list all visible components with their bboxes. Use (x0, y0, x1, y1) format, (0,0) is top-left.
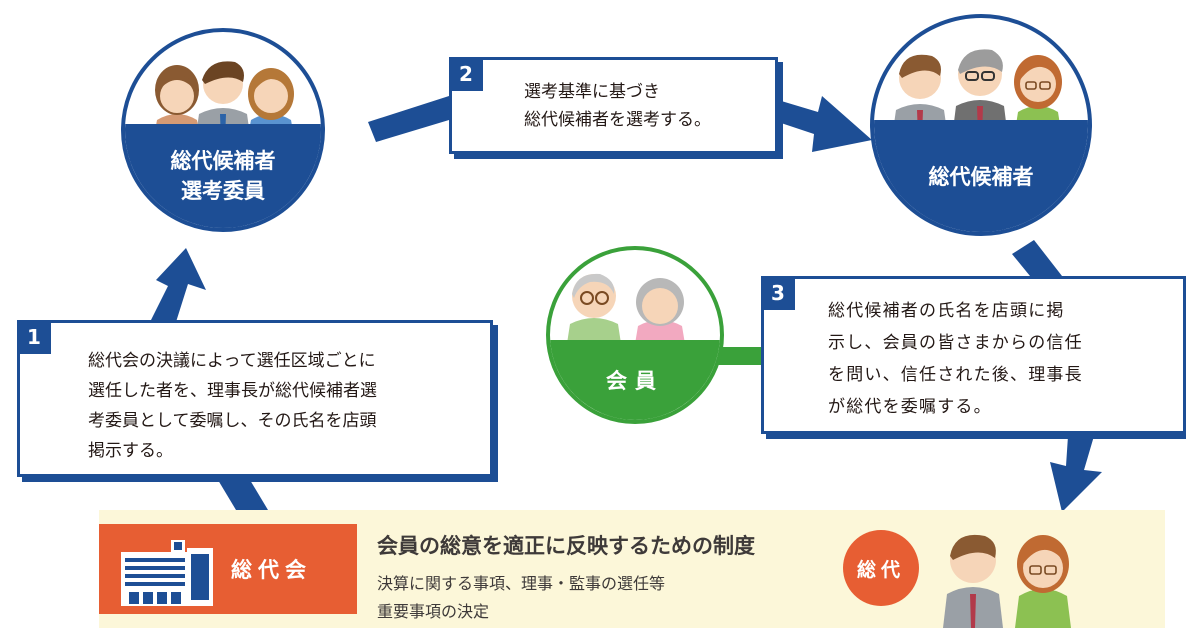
step-2-line: 総代候補者を選考する。 (524, 110, 711, 130)
step-1-line: 選任した者を、理事長が総代候補者選 (88, 381, 377, 401)
step-2-badge: 2 (449, 57, 483, 91)
step-2-text: 選考基準に基づき 総代候補者を選考する。 (524, 78, 711, 134)
step-3-line: 示し、会員の皆さまからの信任 (828, 333, 1083, 353)
step-3-box: 3 総代候補者の氏名を店頭に掲 示し、会員の皆さまからの信任 を問い、信任された… (761, 276, 1186, 434)
building-icon (121, 540, 213, 606)
band-headline: 会員の総意を適正に反映するための制度 (377, 534, 755, 558)
delegate-badge: 総代 (843, 530, 919, 606)
step-1-text: 総代会の決議によって選任区域ごとに 選任した者を、理事長が総代候補者選 考委員と… (88, 346, 377, 466)
step-1-box: 1 総代会の決議によって選任区域ごとに 選任した者を、理事長が総代候補者選 考委… (17, 320, 493, 477)
committee-label-line2: 選考委員 (181, 179, 265, 203)
candidates-label: 総代候補者 (874, 120, 1088, 232)
arrow-step2-to-candidates (778, 96, 872, 152)
committee-circle: 総代候補者 選考委員 (121, 28, 325, 232)
general-meeting-label: 総代会 (231, 558, 312, 582)
step-1-line: 総代会の決議によって選任区域ごとに (88, 351, 376, 371)
step-3-line: が総代を委嘱する。 (828, 397, 992, 417)
step-1-line: 考委員として委嘱し、その氏名を店頭 (88, 411, 377, 431)
committee-label: 総代候補者 選考委員 (125, 124, 321, 228)
arrow-step1-to-committee (150, 248, 206, 322)
step-2-box: 2 選考基準に基づき 総代候補者を選考する。 (449, 57, 778, 154)
members-label: 会員 (550, 340, 720, 420)
general-meeting-box: 総代会 (99, 524, 357, 614)
general-meeting-band: 総代会 会員の総意を適正に反映するための制度 決算に関する事項、理事・監事の選任… (99, 510, 1165, 628)
arrow-tail-step1 (218, 480, 268, 510)
members-circle: 会員 (546, 246, 724, 424)
members-connector (718, 347, 764, 365)
arrow-committee-to-step2 (368, 96, 449, 142)
committee-label-line1: 総代候補者 (170, 149, 276, 173)
step-3-line: を問い、信任された後、理事長 (828, 365, 1083, 385)
band-detail-line-2: 重要事項の決定 (377, 602, 490, 621)
step-1-badge: 1 (17, 320, 51, 354)
step-3-line: 総代候補者の氏名を店頭に掲 (828, 301, 1065, 321)
step-3-badge: 3 (761, 276, 795, 310)
delegates-people-illustration (943, 534, 1071, 628)
band-detail-line-1: 決算に関する事項、理事・監事の選任等 (377, 574, 666, 593)
arrow-candidates-to-step3 (1012, 240, 1062, 276)
step-2-line: 選考基準に基づき (524, 82, 660, 102)
step-3-text: 総代候補者の氏名を店頭に掲 示し、会員の皆さまからの信任 を問い、信任された後、… (828, 295, 1083, 423)
members-people-illustration (566, 273, 686, 350)
step-1-line: 掲示する。 (88, 441, 173, 461)
candidates-circle: 総代候補者 (870, 14, 1092, 236)
arrow-step3-to-delegates (1050, 436, 1102, 512)
